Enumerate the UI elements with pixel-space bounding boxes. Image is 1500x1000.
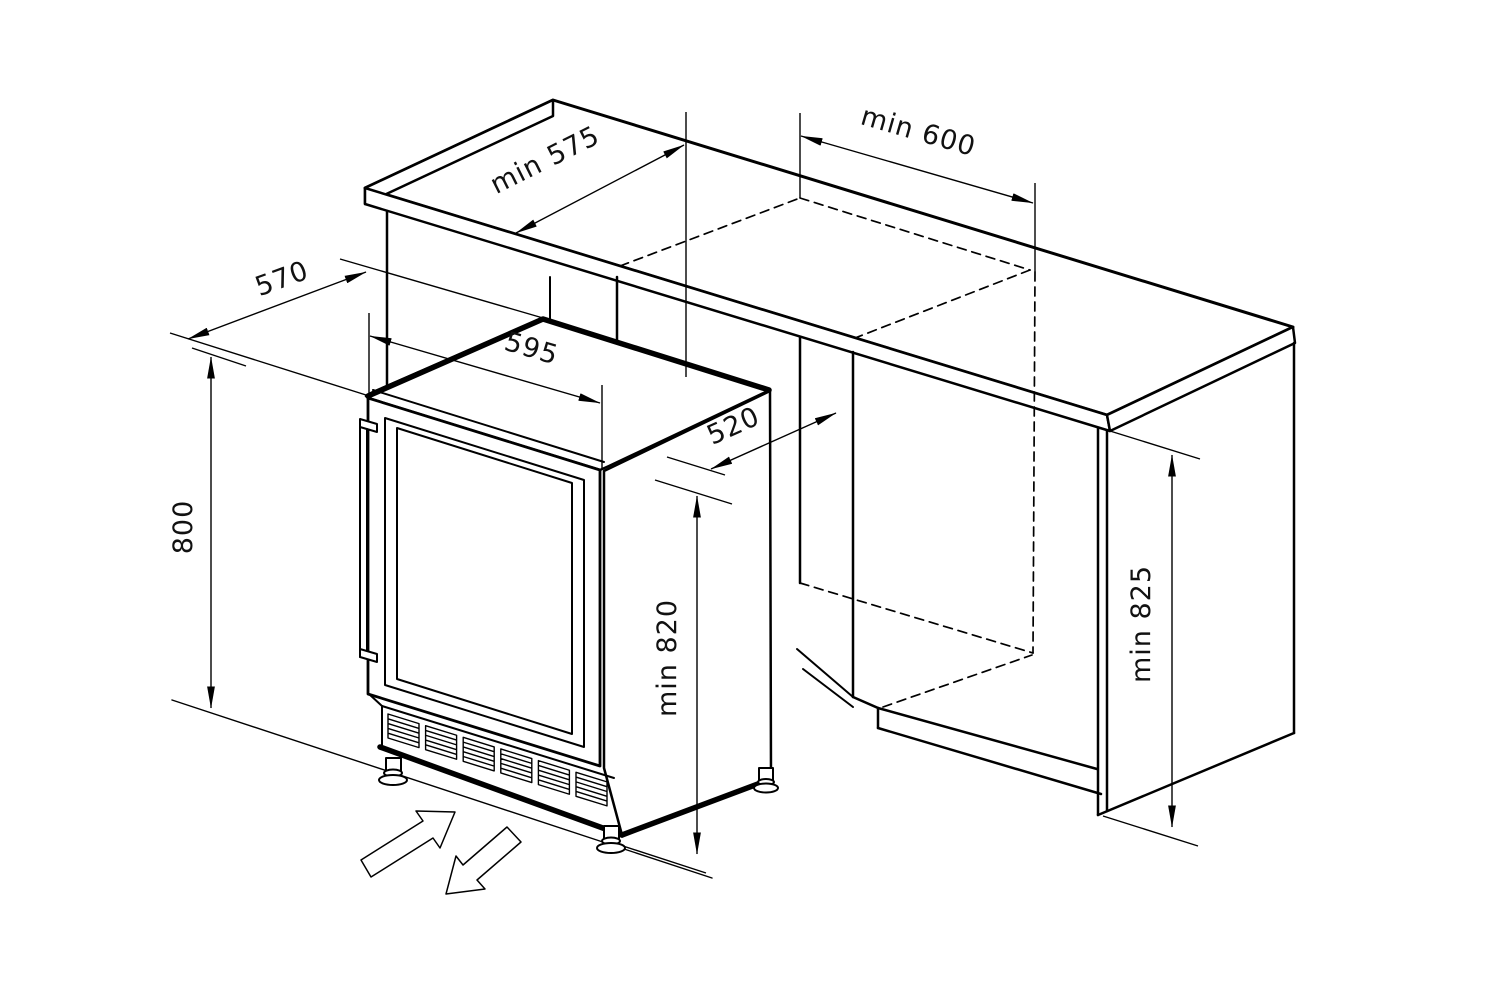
vent-grille	[387, 713, 608, 807]
ext-appliance-height-top	[654, 479, 733, 505]
ext-undercounter-height-top	[191, 347, 247, 367]
slide-direction-arrows	[360, 810, 522, 895]
panel-bottom-edge	[1096, 731, 1296, 817]
slide-out-arrow-icon	[445, 826, 522, 895]
plinth-top-edge	[876, 706, 1099, 771]
niche-floor-back-dashed	[799, 582, 1034, 654]
vent-band-top-edge	[381, 705, 615, 779]
vent-grille-block	[500, 748, 533, 784]
right-side-panel	[1096, 341, 1296, 817]
label-undercounter-height: 800	[168, 500, 199, 555]
niche-outline-dashed	[619, 197, 1036, 708]
appliance-bottom-front-edge-thick	[377, 744, 625, 838]
dim-niche-width-line	[800, 135, 1034, 204]
adjustable-foot-front-right	[596, 825, 626, 854]
vent-grille-block	[575, 771, 608, 807]
slide-in-arrow-icon	[360, 810, 456, 878]
glass-door-panel	[396, 427, 573, 735]
label-niche-height: min 825	[1126, 565, 1157, 683]
base-panel-left-joint	[368, 693, 383, 707]
label-appliance-height: min 820	[652, 599, 683, 717]
niche-top-right-dashed	[854, 269, 1031, 339]
handle-bottom-bracket	[359, 648, 378, 663]
dimensions	[169, 112, 1201, 874]
base-cabinet	[171, 197, 1296, 879]
vent-grille-block	[424, 724, 458, 760]
ext-niche-height-bottom	[1102, 815, 1199, 847]
plinth-step	[851, 695, 880, 730]
label-niche-width: min 600	[857, 101, 979, 163]
niche-floor-right-dashed	[882, 654, 1033, 708]
niche-top-left-dashed	[619, 197, 801, 267]
niche-floor-joint-2	[802, 668, 854, 708]
handle-top-bracket	[359, 418, 378, 433]
dim-appliance-depth-line	[710, 412, 837, 470]
appliance-right-side-face	[602, 389, 773, 837]
ext-total-depth-front	[169, 332, 367, 396]
dim-total-depth-line	[187, 271, 367, 340]
vent-grille-block	[387, 713, 420, 749]
plinth-bottom-edge	[876, 726, 1103, 796]
door-handle	[359, 418, 378, 663]
dim-appliance-width-line	[369, 335, 601, 404]
vent-grille-block	[462, 736, 495, 772]
door-frame	[384, 417, 585, 748]
niche-top-back-dashed	[799, 197, 1031, 271]
ext-niche-height-top	[1109, 430, 1201, 460]
ext-total-depth-back	[339, 258, 544, 319]
ext-appliance-height-bottom	[622, 845, 707, 874]
wine-cooler	[359, 316, 779, 854]
niche-floor-joint-1	[796, 648, 854, 698]
vent-grille-block	[537, 759, 571, 795]
adjustable-feet	[378, 757, 779, 854]
dim-counter-depth-line	[515, 144, 685, 234]
adjustable-foot-front-left	[378, 757, 408, 786]
adjustable-foot-rear-right	[753, 767, 779, 794]
niche-rear-right-corner-dashed	[1032, 271, 1036, 654]
ext-appliance-depth-front	[666, 456, 726, 476]
